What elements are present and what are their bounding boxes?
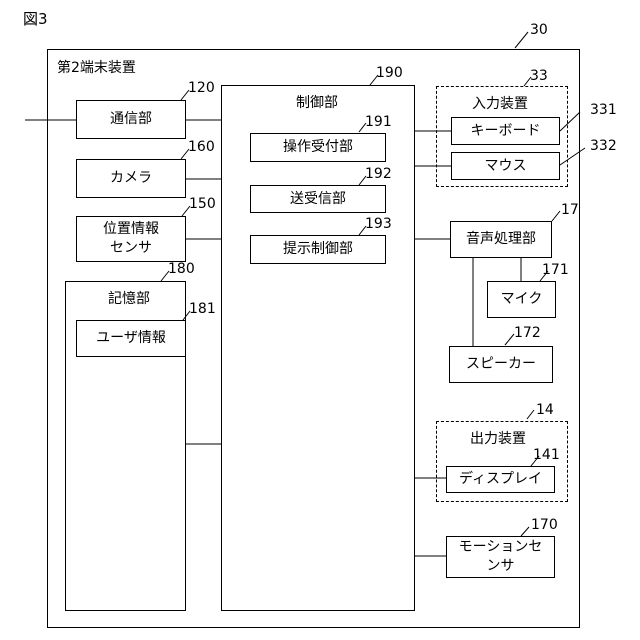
mouse-ref: 332 xyxy=(590,138,617,154)
motion-sensor-unit: モーションセ ンサ xyxy=(446,536,555,578)
operation-accept-ref: 191 xyxy=(365,114,392,130)
motion-sensor-ref: 170 xyxy=(531,517,558,533)
display-ref: 141 xyxy=(533,447,560,463)
speaker-ref: 172 xyxy=(514,325,541,341)
user-info-ref: 181 xyxy=(189,301,216,317)
transceiver-unit: 送受信部 xyxy=(250,185,386,213)
transceiver-ref: 192 xyxy=(365,166,392,182)
keyboard-unit: キーボード xyxy=(451,117,560,145)
audio-processing-ref: 17 xyxy=(561,202,579,218)
control-label: 制御部 xyxy=(296,92,338,112)
storage-label: 記憶部 xyxy=(108,288,150,308)
camera-ref: 160 xyxy=(188,139,215,155)
keyboard-ref: 331 xyxy=(590,102,617,118)
device-title: 第2端末装置 xyxy=(57,57,136,77)
input-device-ref: 33 xyxy=(530,68,548,84)
camera-unit: カメラ xyxy=(76,159,186,198)
audio-processing-unit: 音声処理部 xyxy=(450,221,552,258)
output-device-label: 出力装置 xyxy=(470,428,526,448)
presentation-control-unit: 提示制御部 xyxy=(250,235,386,264)
motion-sensor-line2: ンサ xyxy=(487,557,515,576)
presentation-control-ref: 193 xyxy=(365,216,392,232)
position-sensor-line2: センサ xyxy=(110,239,152,258)
position-sensor-ref: 150 xyxy=(189,196,216,212)
operation-accept-unit: 操作受付部 xyxy=(250,133,386,162)
display-unit: ディスプレイ xyxy=(446,466,555,493)
speaker-unit: スピーカー xyxy=(449,346,553,383)
device-ref: 30 xyxy=(530,22,548,38)
position-sensor-unit: 位置情報 センサ xyxy=(76,216,186,262)
mouse-unit: マウス xyxy=(451,152,560,180)
position-sensor-line1: 位置情報 xyxy=(103,220,159,239)
microphone-ref: 171 xyxy=(542,262,569,278)
motion-sensor-line1: モーションセ xyxy=(459,538,543,557)
control-ref: 190 xyxy=(376,65,403,81)
figure-label: 図3 xyxy=(23,8,48,29)
input-device-label: 入力装置 xyxy=(472,93,528,113)
storage-ref: 180 xyxy=(168,261,195,277)
communication-ref: 120 xyxy=(188,80,215,96)
output-device-ref: 14 xyxy=(536,402,554,418)
microphone-unit: マイク xyxy=(487,281,556,318)
communication-unit: 通信部 xyxy=(76,100,186,139)
user-info-unit: ユーザ情報 xyxy=(76,320,186,357)
control-unit-box xyxy=(221,85,415,611)
